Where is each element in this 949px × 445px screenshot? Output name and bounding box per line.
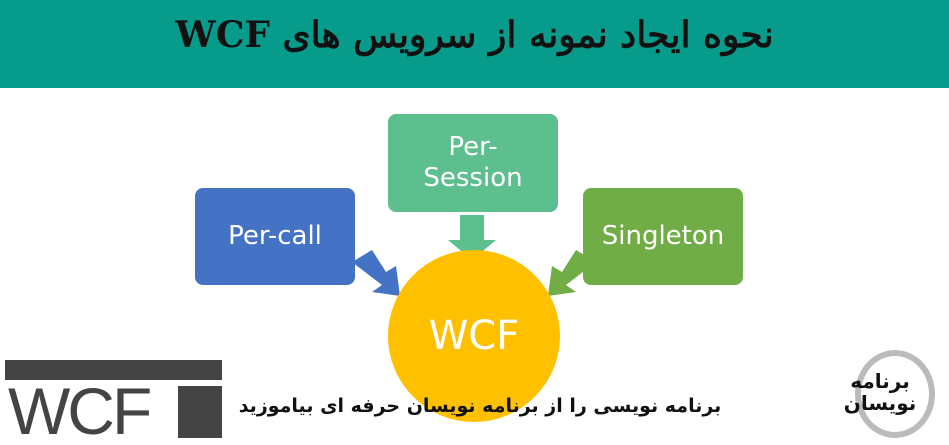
wcf-logo-bar (5, 360, 222, 380)
header-bar (0, 0, 949, 88)
page-title: نحوه ایجاد نمونه از سرویس های WCF (175, 14, 774, 56)
per-session-box: Per-Session (388, 114, 558, 212)
tagline: برنامه نویسی را از برنامه نویسان حرفه ای… (238, 395, 722, 417)
wcf-logo-square (178, 386, 222, 438)
wcf-logo-text: WCF (8, 374, 152, 445)
wcf-circle: WCF (388, 250, 560, 422)
per-session-label: Per-Session (423, 131, 523, 193)
arrow-down-icon (448, 215, 496, 260)
brand-ring-icon (855, 350, 935, 438)
brand-name: برنامه نویسان (843, 369, 917, 415)
per-call-box: Per-call (195, 188, 355, 285)
brand-logo: برنامه نویسان (815, 350, 945, 440)
singleton-box: Singleton (583, 188, 743, 285)
arrow-right-down-icon (352, 250, 400, 296)
